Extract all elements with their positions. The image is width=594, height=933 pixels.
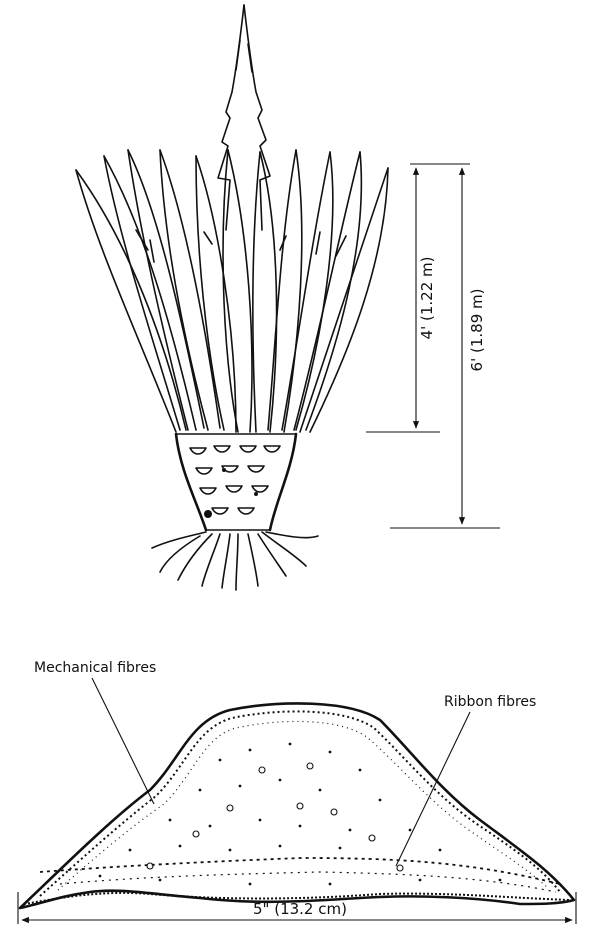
ribbon-fibres-label: Ribbon fibres [444,694,536,710]
plant-roots [152,532,318,590]
width-label: 5" (13.2 cm) [253,900,347,918]
ribbon-fibre-row [40,858,560,884]
mechanical-fibres-label: Mechanical fibres [34,660,156,676]
height-dimensions: 4' (1.22 m) 6' (1.89 m) [366,164,500,528]
ribbon-fibres-leader [396,712,470,866]
leaf-cross-section: Mechanical fibres Ribbon fibres [18,660,576,924]
ribbon-fibre-row-lower [60,872,556,892]
central-spike [218,5,270,230]
tissue-cells [147,763,403,871]
plant-height-label: 6' (1.89 m) [468,289,486,372]
plant-leaves [76,150,388,432]
plant-drawing [76,5,388,590]
mechanical-fibres-leader [92,678,154,804]
plant-trunk [176,434,296,530]
leaf-height-label: 4' (1.22 m) [418,257,436,340]
